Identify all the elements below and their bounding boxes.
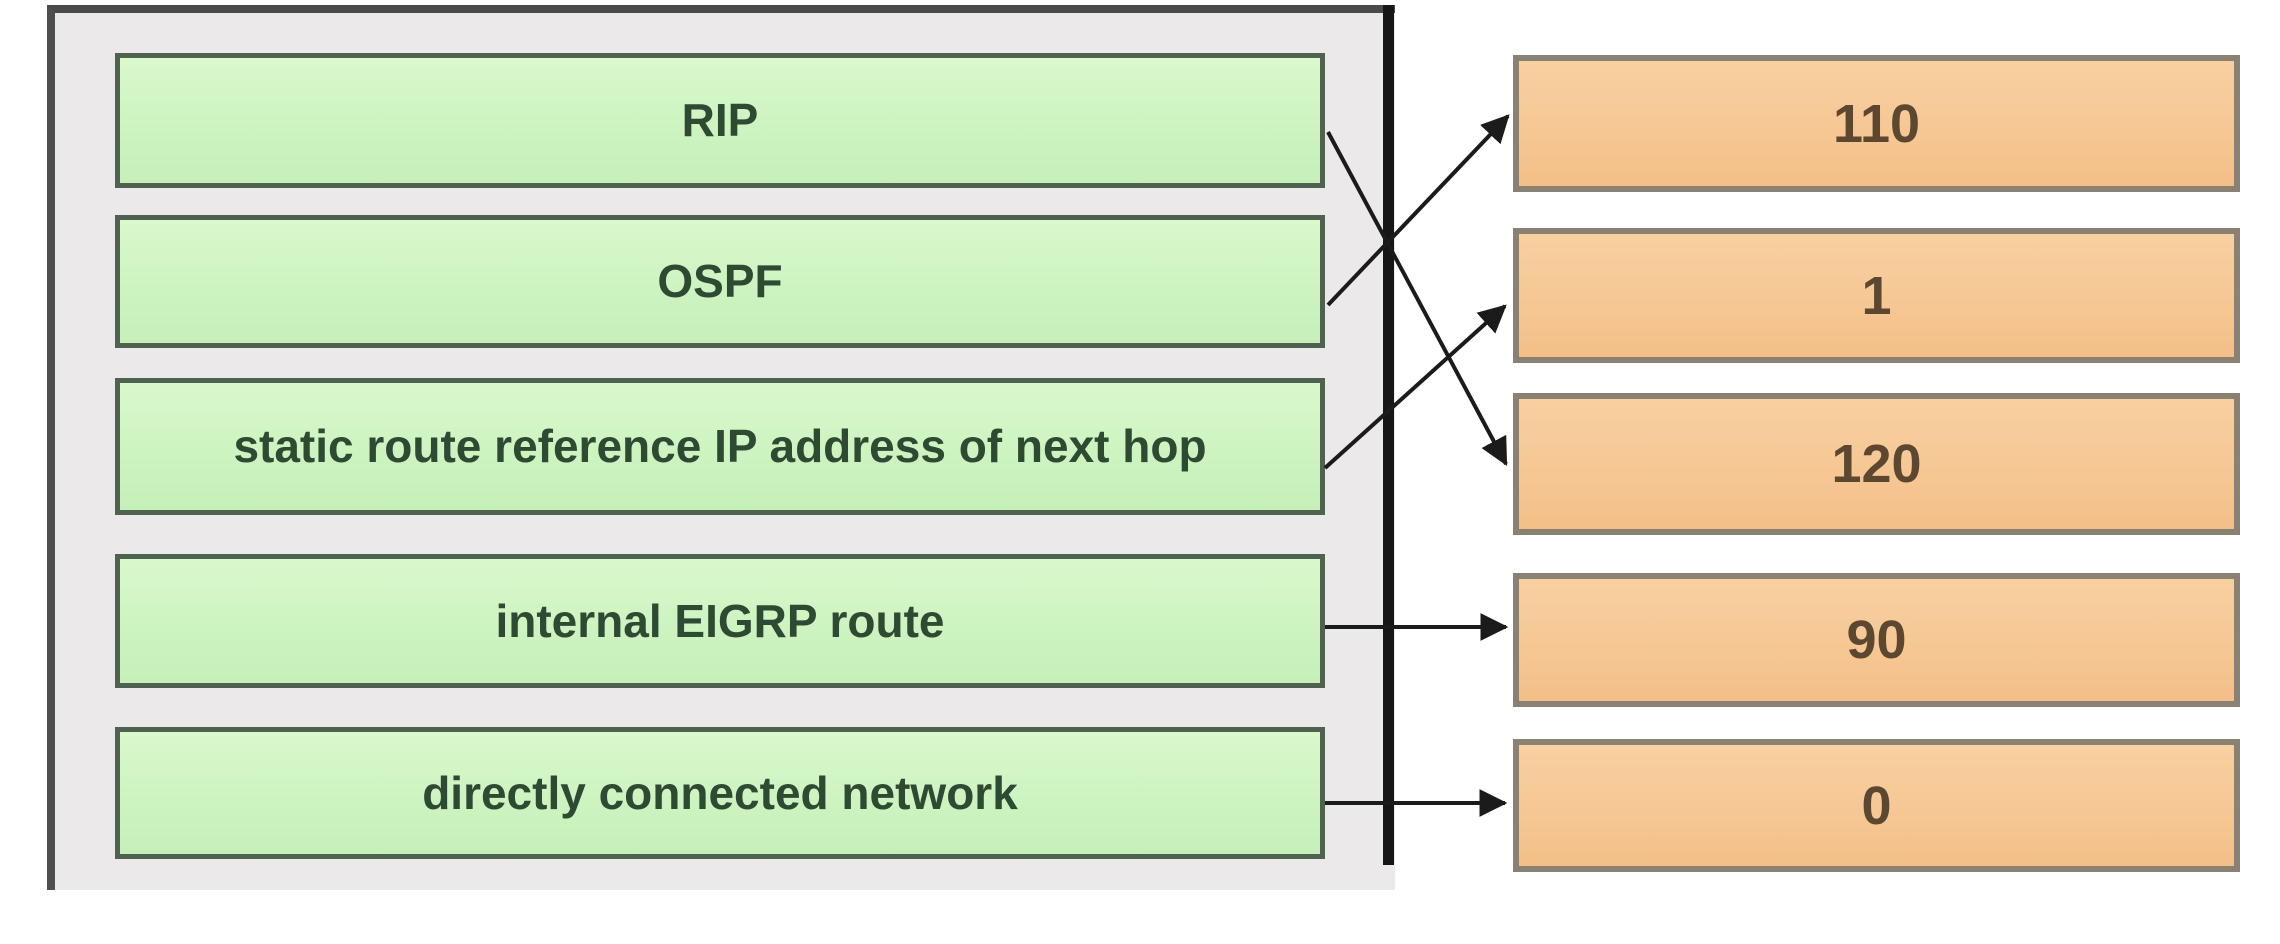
distance-label-0: 0 — [1861, 775, 1892, 836]
protocol-label-ospf: OSPF — [657, 255, 783, 308]
protocol-box-rip: RIP — [115, 53, 1325, 188]
distance-label-90: 90 — [1846, 610, 1907, 670]
distance-box-110: 110 — [1513, 55, 2240, 192]
distance-label-1: 1 — [1861, 265, 1892, 326]
distance-box-90: 90 — [1513, 573, 2240, 707]
distance-label-120: 120 — [1831, 434, 1922, 494]
protocol-box-directly-connected: directly connected network — [115, 727, 1325, 859]
protocol-label-rip: RIP — [681, 94, 759, 147]
distance-box-0: 0 — [1513, 739, 2240, 872]
protocol-label-static-route: static route reference IP address of nex… — [233, 420, 1207, 473]
distance-label-110: 110 — [1832, 93, 1921, 154]
protocol-box-internal-eigrp: internal EIGRP route — [115, 554, 1325, 688]
protocol-box-ospf: OSPF — [115, 215, 1325, 348]
distance-box-1: 1 — [1513, 228, 2240, 363]
container-right-border — [1383, 5, 1394, 865]
distance-box-120: 120 — [1513, 393, 2240, 535]
protocol-label-internal-eigrp: internal EIGRP route — [495, 594, 945, 647]
protocol-box-static-route: static route reference IP address of nex… — [115, 378, 1325, 515]
protocol-label-directly-connected: directly connected network — [422, 766, 1018, 819]
